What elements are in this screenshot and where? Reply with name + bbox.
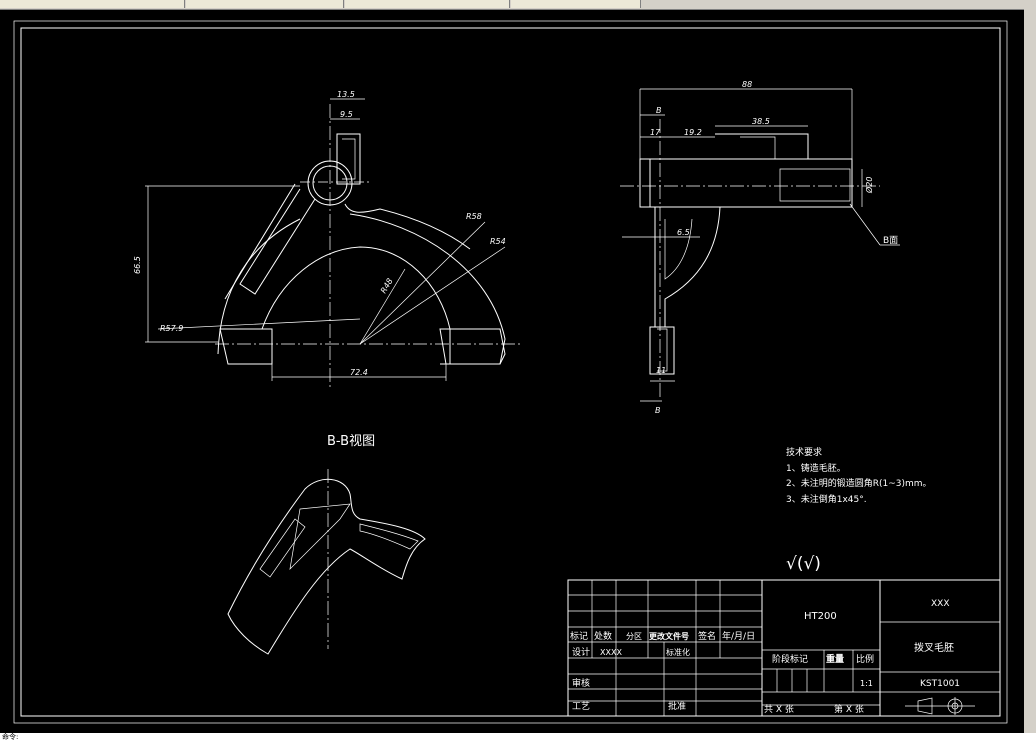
tb-process: 工艺 <box>572 701 590 712</box>
tb-part-name: 拨叉毛胚 <box>914 641 954 654</box>
section-title: B-B视图 <box>327 434 375 449</box>
dim-6-5: 6.5 <box>677 228 690 237</box>
outer-frame <box>13 20 1008 724</box>
tb-sheet: 第 X 张 <box>834 703 864 715</box>
tech-item-1: 1、铸造毛胚。 <box>786 462 846 474</box>
drawing-border <box>20 27 1001 717</box>
tab-4[interactable] <box>511 0 641 8</box>
tab-2[interactable] <box>186 0 344 8</box>
tb-ratio: 比例 <box>856 653 874 665</box>
section-view: B-B视图 <box>227 434 426 655</box>
tb-approve: 批准 <box>668 700 686 712</box>
front-view: 13.5 9.5 66.5 R58 R54 R48 R57.9 72.4 <box>133 90 520 389</box>
dim-r57-9: R57.9 <box>160 324 183 333</box>
title-block: 标记 处数 分区 更改文件号 签名 年/月/日 设计 XXXX 标准化 审核 工… <box>567 579 1001 717</box>
tb-sheets: 共 X 张 <box>764 704 794 715</box>
drawing-canvas[interactable]: 13.5 9.5 66.5 R58 R54 R48 R57.9 72.4 <box>0 9 1024 733</box>
tech-item-3: 3、未注倒角1x45°. <box>786 493 867 505</box>
dim-19-2: 19.2 <box>684 128 702 137</box>
tech-item-2: 2、未注明的锻造圆角R(1~3)mm。 <box>786 477 932 489</box>
tb-zone: 分区 <box>626 632 642 641</box>
tb-date: 年/月/日 <box>722 630 755 642</box>
tb-company: XXX <box>931 599 950 609</box>
side-view: 88 B 17 19.2 38.5 Ø20 6.5 11 B B面 <box>620 80 900 415</box>
dim-38-5: 38.5 <box>752 117 770 126</box>
command-prompt: 命令: <box>2 733 19 741</box>
dim-72-4: 72.4 <box>350 368 368 377</box>
dim-88: 88 <box>742 80 752 89</box>
tab-3[interactable] <box>345 0 510 8</box>
dim-66-5: 66.5 <box>133 256 142 274</box>
tb-sign: 签名 <box>698 630 716 642</box>
tb-stage: 阶段标记 <box>772 653 808 665</box>
dim-11: 11 <box>656 366 666 375</box>
tab-1[interactable] <box>0 0 185 8</box>
tb-standard: 标准化 <box>666 647 690 657</box>
dim-9-5: 9.5 <box>340 110 353 119</box>
tb-mark: 标记 <box>570 630 588 642</box>
tb-check: 审核 <box>572 677 590 689</box>
dim-dia-20: Ø20 <box>864 177 874 194</box>
tb-count: 处数 <box>594 630 612 642</box>
tech-heading: 技术要求 <box>786 446 822 458</box>
dim-r48: R48 <box>379 277 395 295</box>
vertical-scrollbar[interactable] <box>1024 9 1036 733</box>
tb-designer: XXXX <box>600 648 622 657</box>
tb-doc: 更改文件号 <box>649 631 689 641</box>
roughness-symbol: √(√) <box>786 554 821 574</box>
surface-label: B面 <box>883 235 898 246</box>
technical-requirements: 技术要求 1、铸造毛胚。 2、未注明的锻造圆角R(1~3)mm。 3、未注倒角1… <box>786 446 932 574</box>
tb-material: HT200 <box>804 611 837 622</box>
dim-17: 17 <box>650 128 661 137</box>
dim-r54: R54 <box>490 237 506 246</box>
tb-design: 设计 <box>572 646 590 658</box>
dim-13-5: 13.5 <box>337 90 355 99</box>
projection-symbol-icon <box>905 697 975 715</box>
tb-scale: 1:1 <box>860 679 873 688</box>
section-mark-top: B <box>656 106 662 115</box>
dim-r58: R58 <box>466 212 482 221</box>
command-line[interactable]: 命令: <box>0 733 1036 741</box>
tab-bar <box>0 0 1036 10</box>
section-mark-bottom: B <box>655 406 661 415</box>
tb-weight: 重量 <box>826 653 844 665</box>
tb-drawing-no: KST1001 <box>920 679 960 689</box>
